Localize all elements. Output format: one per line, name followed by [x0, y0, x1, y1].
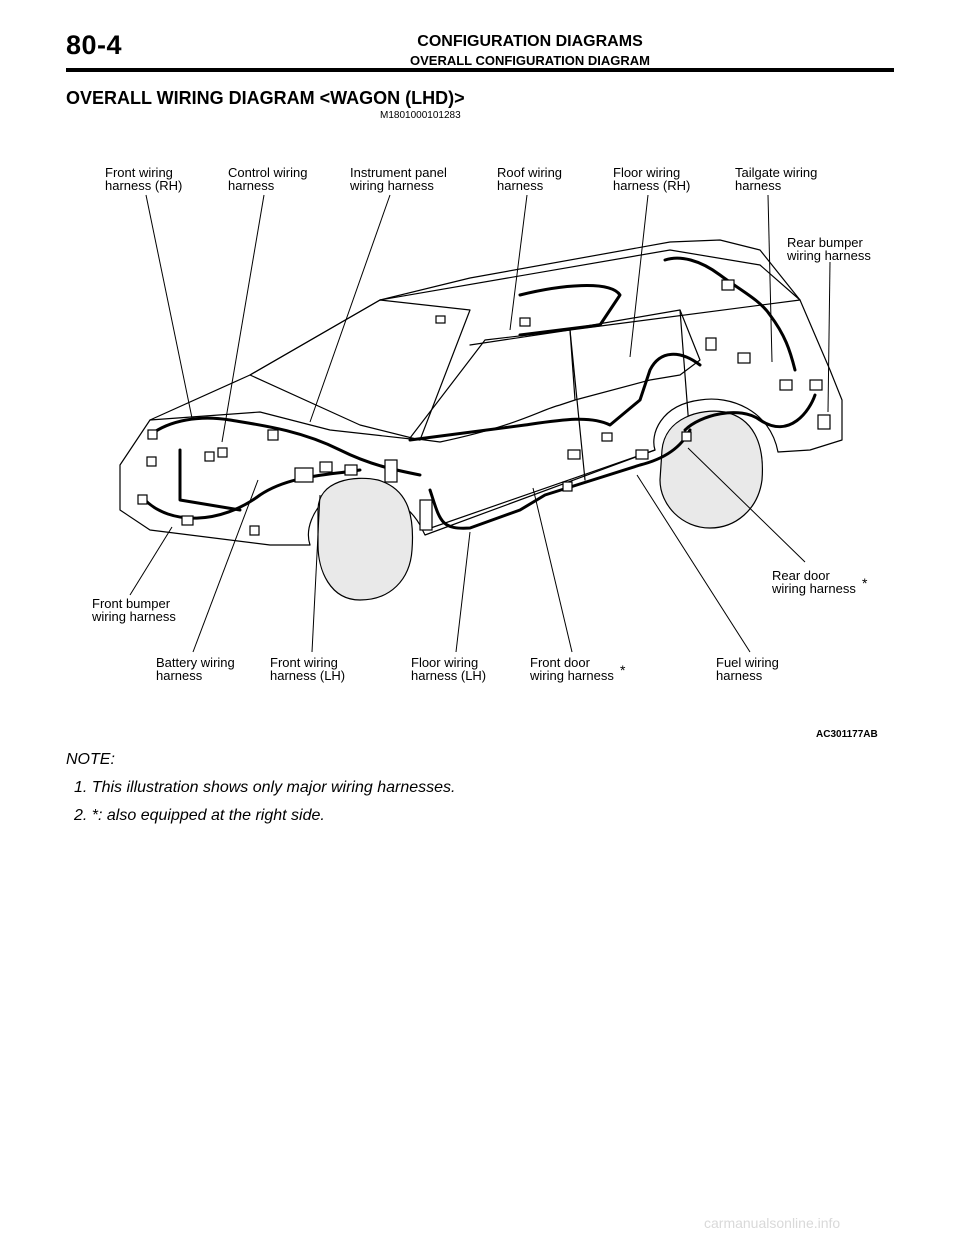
connector: [635, 449, 649, 460]
connector: [705, 337, 717, 351]
leader-front-rh: [145, 194, 193, 419]
leader-front-bumper: [129, 526, 173, 596]
leader-front-lh: [311, 494, 321, 653]
harness-front-lower: [143, 468, 362, 520]
connector: [294, 467, 314, 483]
asterisk-front-door: *: [620, 662, 626, 678]
connector: [344, 464, 358, 476]
harness-rear: [683, 393, 817, 432]
side-windows: [409, 329, 576, 443]
connector: [779, 379, 793, 391]
connector: [721, 279, 735, 291]
connector: [147, 429, 158, 440]
door-line-front: [569, 329, 586, 481]
leader-tailgate: [767, 194, 773, 363]
harness-tailgate: [663, 256, 797, 372]
leader-fuel: [636, 474, 751, 653]
header-rule: [66, 68, 894, 72]
header-subtitle: OVERALL CONFIGURATION DIAGRAM: [409, 53, 650, 68]
connector: [567, 449, 581, 460]
leader-battery: [192, 479, 259, 653]
section-title: OVERALL WIRING DIAGRAM <WAGON (LHD)>: [66, 88, 465, 108]
harness-floor-rh: [408, 352, 702, 442]
leader-instrument-panel: [309, 194, 391, 423]
hood-line: [149, 411, 421, 441]
leader-floor-lh: [455, 531, 471, 653]
connector: [137, 494, 148, 505]
asterisk-rear-door: *: [862, 575, 868, 591]
vehicle-illustration: [119, 194, 843, 653]
note-item-1: 1. This illustration shows only major wi…: [74, 779, 456, 796]
harness-battery: [178, 448, 242, 512]
note-heading: NOTE:: [66, 751, 115, 768]
document-code: M1801000101283: [380, 110, 461, 121]
rocker: [424, 449, 656, 531]
connector: [817, 414, 831, 430]
connector: [384, 459, 398, 483]
header-title: CONFIGURATION DIAGRAMS: [417, 33, 643, 50]
page-number: 80-4: [66, 30, 123, 60]
watermark: carmanualsonline.info: [704, 1215, 841, 1231]
rear-wheel: [659, 410, 764, 529]
connector: [267, 429, 279, 441]
connector: [519, 317, 531, 327]
connector: [562, 481, 573, 492]
note-item-2: 2. *: also equipped at the right side.: [74, 807, 325, 824]
connector: [181, 515, 194, 526]
leader-rear-bumper: [827, 261, 831, 413]
connector: [809, 379, 823, 391]
connector: [204, 451, 215, 462]
roof-line: [379, 249, 801, 346]
connector: [435, 315, 446, 324]
connector: [681, 431, 692, 442]
harness-front: [148, 416, 422, 477]
connector: [249, 525, 260, 536]
figure-code: AC301177AB: [816, 729, 878, 740]
connector: [737, 352, 751, 364]
leader-rear-door: [687, 447, 806, 563]
connector: [319, 461, 333, 473]
front-wheel: [317, 477, 414, 601]
leader-control: [221, 194, 265, 443]
connector: [146, 456, 157, 467]
rear-window: [574, 309, 701, 401]
leader-roof: [509, 194, 528, 331]
leader-floor-rh: [629, 194, 649, 358]
windshield: [249, 299, 471, 441]
leader-front-door: [532, 487, 573, 653]
connector: [601, 432, 613, 442]
harness-cabin: [428, 428, 692, 530]
connector: [419, 499, 433, 531]
harness-roof: [518, 284, 622, 337]
connector: [217, 447, 228, 458]
